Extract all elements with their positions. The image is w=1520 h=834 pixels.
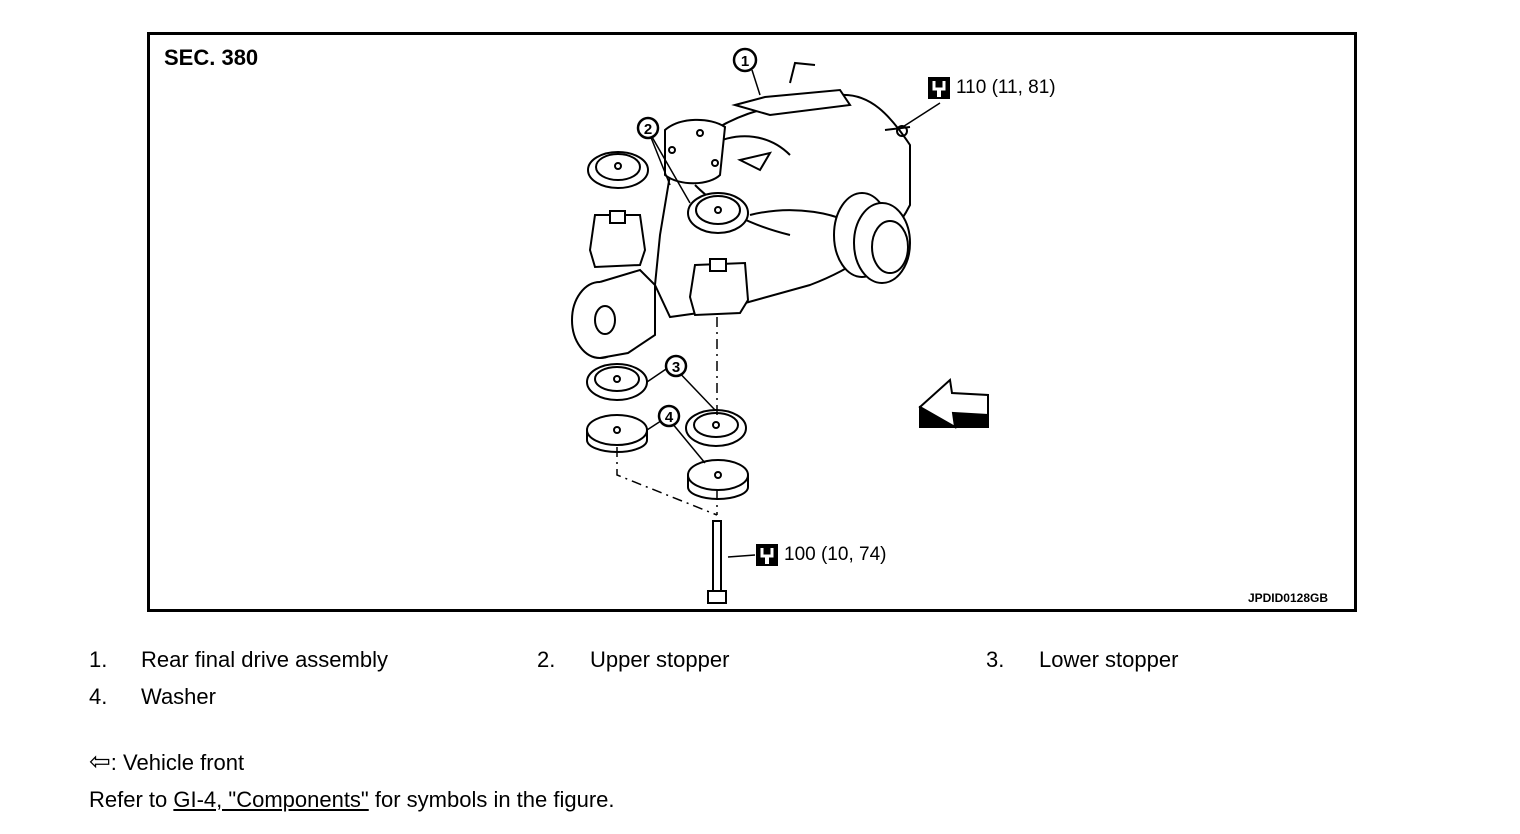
callout-1: 1 xyxy=(741,53,749,70)
torque-spec-top: 110 (11, 81) xyxy=(928,77,1056,99)
legend-item: 4. xyxy=(89,684,107,710)
legend-item: 3. xyxy=(986,647,1004,673)
legend-number: 2. xyxy=(537,647,556,672)
legend-item: 1. xyxy=(89,647,107,673)
refer-prefix: Refer to xyxy=(89,787,174,812)
legend-item: 2. xyxy=(537,647,555,673)
refer-note: Refer to GI-4, "Components" for symbols … xyxy=(89,787,615,813)
callout-4: 4 xyxy=(665,409,674,426)
vehicle-front-arrow-icon xyxy=(918,378,989,429)
legend-label: Upper stopper xyxy=(590,647,730,672)
components-link[interactable]: GI-4, "Components" xyxy=(173,787,369,812)
legend-label: Lower stopper xyxy=(1039,647,1179,672)
front-arrow-icon: ⇦ xyxy=(89,746,111,776)
torque-value-top: 110 (11, 81) xyxy=(956,77,1056,98)
figure-id: JPDID0128GB xyxy=(1247,591,1328,605)
diagram-frame: SEC. 380 xyxy=(147,32,1357,612)
refer-suffix: for symbols in the figure. xyxy=(368,787,615,812)
vehicle-front-text: : Vehicle front xyxy=(110,750,245,775)
legend-label: Rear final drive assembly xyxy=(141,647,388,672)
torque-value-bottom: 100 (10, 74) xyxy=(784,544,887,565)
torque-spec-bottom: 100 (10, 74) xyxy=(756,544,886,566)
torque-wrench-icon xyxy=(928,77,950,99)
legend-number: 1. xyxy=(89,647,108,672)
torque-wrench-icon xyxy=(756,544,778,566)
legend-label: Washer xyxy=(141,684,216,709)
vehicle-front-note: ⇦: Vehicle front xyxy=(89,746,244,777)
section-title: SEC. 380 xyxy=(164,45,259,70)
legend-number: 3. xyxy=(986,647,1005,672)
callout-3: 3 xyxy=(672,359,680,376)
final-drive-drawing: 1 2 3 4 xyxy=(571,47,989,604)
legend-number: 4. xyxy=(89,684,108,709)
callout-2: 2 xyxy=(644,121,652,138)
